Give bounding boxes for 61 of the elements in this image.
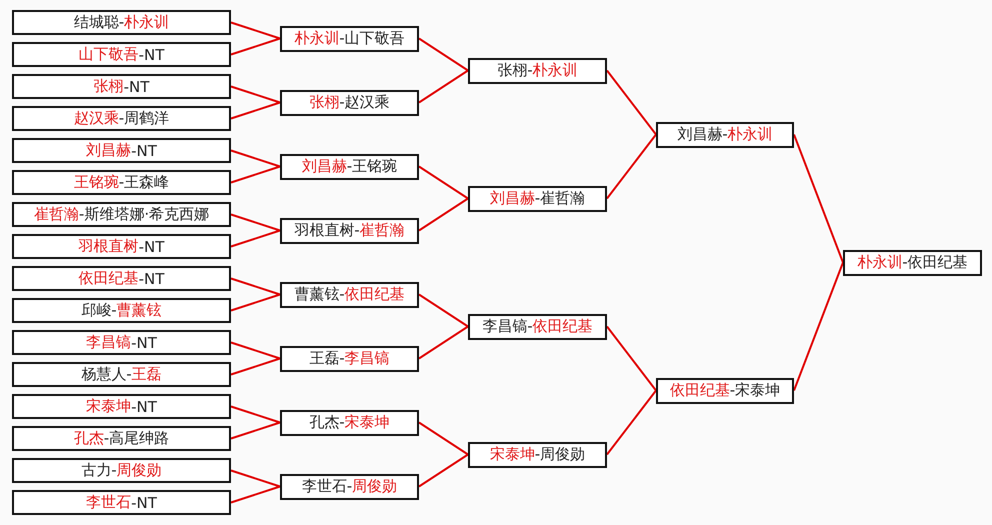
bracket-line [230,150,280,168]
bracket-line [230,214,280,232]
match-box: 李世石-NT [12,490,231,515]
bracket-line [418,454,469,488]
match-box: 邱峻-曹薰铉 [12,298,231,323]
bracket-line [418,166,469,200]
match-box: 宋泰坤-周俊勋 [468,442,607,468]
bracket-line [230,470,280,488]
bracket-line [793,262,844,391]
match-box: 王铭琬-王森峰 [12,170,231,195]
match-box: 李昌镐-依田纪基 [468,314,607,340]
bracket-line [606,326,657,392]
match-box: 杨慧人-王磊 [12,362,231,387]
match-box: 朴永训-山下敬吾 [280,26,419,52]
match-box: 李昌镐-NT [12,330,231,355]
match-box: 张栩-朴永训 [468,58,607,84]
match-box: 张栩-赵汉乘 [280,90,419,116]
bracket-line [230,406,280,424]
match-box: 张栩-NT [12,74,231,99]
bracket-line [606,390,657,456]
match-box: 结城聪-朴永训 [12,10,231,35]
bracket-line [230,86,280,104]
match-box: 赵汉乘-周鹤洋 [12,106,231,131]
match-box: 朴永训-依田纪基 [843,250,982,276]
match-box: 孔杰-高尾绅路 [12,426,231,451]
match-box: 刘昌赫-王铭琬 [280,154,419,180]
match-box: 羽根直树-NT [12,234,231,259]
bracket-line [230,486,280,504]
bracket-line [230,342,280,360]
bracket-line [418,70,469,104]
match-box: 古力-周俊勋 [12,458,231,483]
bracket-line [418,38,469,72]
match-box: 李世石-周俊勋 [280,474,419,500]
bracket-line [230,166,280,184]
match-box: 宋泰坤-NT [12,394,231,419]
bracket-line [606,134,657,200]
match-box: 羽根直树-崔哲瀚 [280,218,419,244]
match-box: 刘昌赫-朴永训 [656,122,794,148]
bracket-line [230,294,280,312]
bracket-line [793,134,844,263]
bracket-line [230,102,280,120]
bracket-line [230,358,280,376]
match-box: 曹薰铉-依田纪基 [280,282,419,308]
bracket-line [230,422,280,440]
match-box: 依田纪基-NT [12,266,231,291]
bracket-line [418,294,469,328]
match-box: 山下敬吾-NT [12,42,231,67]
bracket-line [418,198,469,232]
match-box: 刘昌赫-NT [12,138,231,163]
match-box: 崔哲瀚-斯维塔娜·希克西娜 [12,202,231,227]
bracket-line [230,230,280,248]
match-box: 刘昌赫-崔哲瀚 [468,186,607,212]
bracket-line [418,326,469,360]
bracket-line [606,70,657,136]
bracket-line [230,278,280,296]
bracket-line [230,38,280,56]
bracket-line [230,22,280,40]
bracket-line [418,422,469,456]
match-box: 依田纪基-宋泰坤 [656,378,794,404]
match-box: 孔杰-宋泰坤 [280,410,419,436]
match-box: 王磊-李昌镐 [280,346,419,372]
